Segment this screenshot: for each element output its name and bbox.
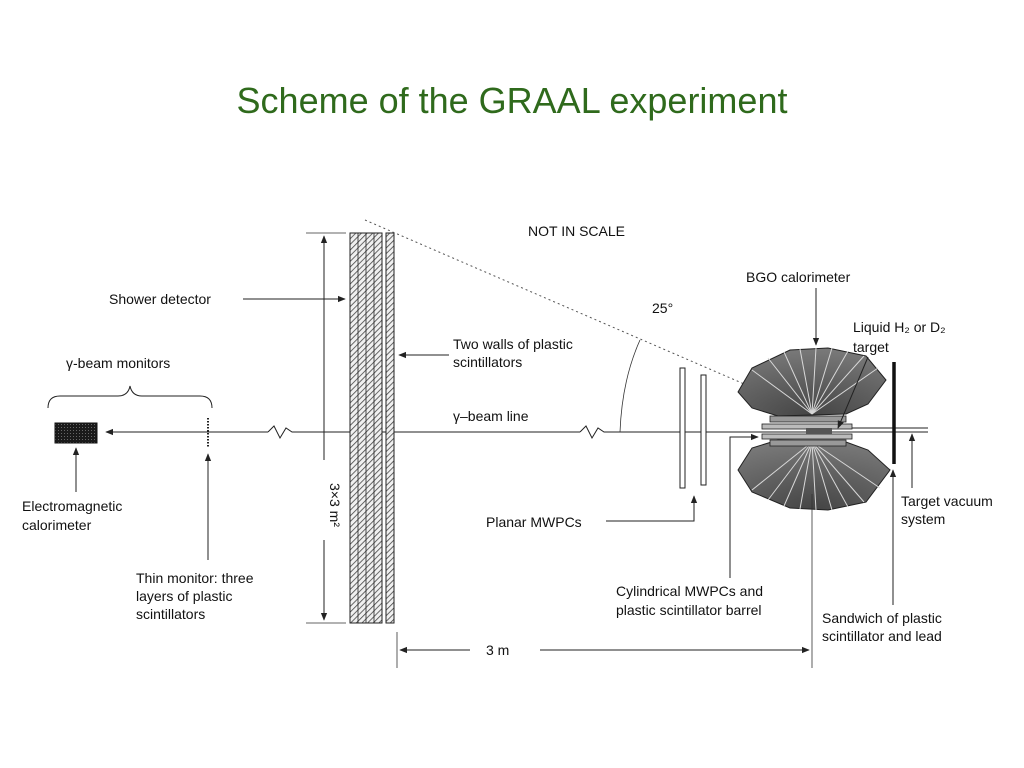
electromagnetic-calorimeter [54,422,98,444]
size-dimension [306,232,346,624]
distance-label: 3 m [486,642,509,658]
gamma-beam-line-label: γ–beam line [453,408,529,424]
distance-dimension [396,494,813,668]
liquid-target-arrow [837,356,869,429]
two-walls-label-1: Two walls of plastic [453,336,573,352]
bgo-calorimeter-label: BGO calorimeter [746,269,851,285]
thin-monitor-label-2: layers of plastic [136,588,232,604]
gamma-beam-monitors-label: γ-beam monitors [66,355,170,371]
planar-mwpcs-label: Planar MWPCs [486,514,582,530]
shower-detector-label: Shower detector [109,291,211,307]
cylindrical-label-2: plastic scintillator barrel [616,602,762,618]
liquid-target [806,428,832,434]
cylindrical-arrow [729,433,759,578]
sandwich-label-2: scintillator and lead [822,628,942,644]
em-calorimeter-label-2: calorimeter [22,517,92,533]
liquid-target-label-1: Liquid H₂ or D₂ [853,319,946,335]
em-calorimeter-label-1: Electromagnetic [22,498,122,514]
acceptance-line [364,219,773,397]
cylindrical-label-1: Cylindrical MWPCs and [616,583,763,599]
not-in-scale-label: NOT IN SCALE [528,223,625,239]
two-walls-label-2: scintillators [453,354,522,370]
planar-mwpcs-arrow [606,495,698,522]
liquid-target-label-2: target [853,339,889,355]
plastic-scintillator-walls [385,232,395,624]
target-vacuum-label-1: Target vacuum [901,493,993,509]
angle-label: 25° [652,300,673,316]
thin-monitor-label-1: Thin monitor: three [136,570,254,586]
thin-monitor-label-3: scintillators [136,606,205,622]
bgo-calorimeter [737,347,891,511]
angle-arc [619,339,641,433]
sandwich-label-1: Sandwich of plastic [822,610,942,626]
slide-title: Scheme of the GRAAL experiment [236,80,788,121]
size-label: 3×3 m² [327,483,343,527]
target-vacuum-label-2: system [901,511,945,527]
monitors-brace [47,385,213,409]
shower-detector [349,232,383,624]
planar-mwpcs [679,367,707,489]
